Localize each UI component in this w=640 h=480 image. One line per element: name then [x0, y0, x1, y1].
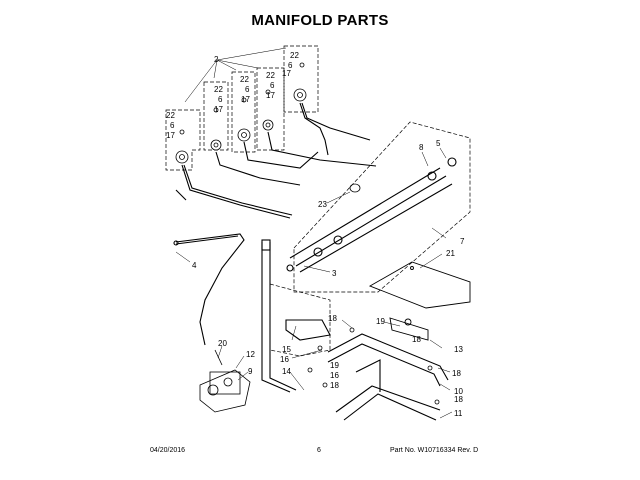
callout-14: 14	[282, 367, 291, 376]
callout-17: 17	[266, 91, 275, 100]
callout-11: 11	[454, 409, 463, 418]
callout-23: 23	[318, 200, 327, 209]
callout-20: 20	[218, 339, 227, 348]
callout-2: 2	[214, 55, 219, 64]
callout-19: 19	[376, 317, 385, 326]
callout-15: 15	[282, 345, 291, 354]
callout-8: 8	[419, 143, 424, 152]
leader-lines	[175, 47, 453, 419]
valve-group-frames	[165, 45, 319, 171]
callout-7: 7	[460, 237, 465, 246]
callout-13: 13	[454, 345, 463, 354]
callout-5: 5	[436, 139, 441, 148]
callout-16: 16	[280, 355, 289, 364]
callout-21: 21	[446, 249, 455, 258]
callout-22: 22	[290, 51, 299, 60]
callout-6: 6	[270, 81, 275, 90]
gasket-23	[349, 183, 361, 193]
callout-18: 18	[330, 381, 339, 390]
burner-valves	[175, 62, 307, 164]
callout-18: 18	[452, 369, 461, 378]
manifold-frame	[293, 121, 471, 293]
footer-date: 04/20/2016	[150, 447, 186, 454]
callout-3: 3	[332, 269, 337, 278]
callout-12: 12	[246, 350, 255, 359]
bracket-plate-21	[368, 261, 471, 309]
callout-4: 4	[192, 261, 197, 270]
callout-18: 18	[412, 335, 421, 344]
lower-frame	[269, 283, 331, 357]
callout-6: 6	[245, 85, 250, 94]
burner-tubes	[175, 102, 377, 219]
manifold-tube	[286, 157, 457, 273]
callout-22: 22	[266, 71, 275, 80]
callout-19: 19	[330, 361, 339, 370]
callout-10: 10	[454, 387, 463, 396]
callout-22: 22	[240, 75, 249, 84]
supply-pipe-14	[261, 239, 297, 393]
callout-18: 18	[328, 314, 337, 323]
right-valve	[389, 317, 429, 341]
callout-17: 17	[282, 69, 291, 78]
callout-16: 16	[330, 371, 339, 380]
callout-22: 22	[166, 111, 175, 120]
callout-9: 9	[248, 367, 253, 376]
regulator-assembly	[199, 349, 251, 413]
callout-6: 6	[218, 95, 223, 104]
footer-page-number: 6	[317, 447, 321, 454]
screws	[307, 327, 440, 405]
page-title: MANIFOLD PARTS	[251, 12, 389, 29]
lower-piping	[285, 319, 449, 421]
callout-22: 22	[214, 85, 223, 94]
callout-17: 17	[241, 95, 250, 104]
callout-17: 17	[214, 105, 223, 114]
footer-part-number: Part No. W10716334 Rev. D	[390, 447, 479, 454]
callout-18: 18	[454, 395, 463, 404]
callout-6: 6	[170, 121, 175, 130]
callout-6: 6	[288, 61, 293, 70]
callout-17: 17	[166, 131, 175, 140]
gas-line-4	[173, 233, 245, 346]
